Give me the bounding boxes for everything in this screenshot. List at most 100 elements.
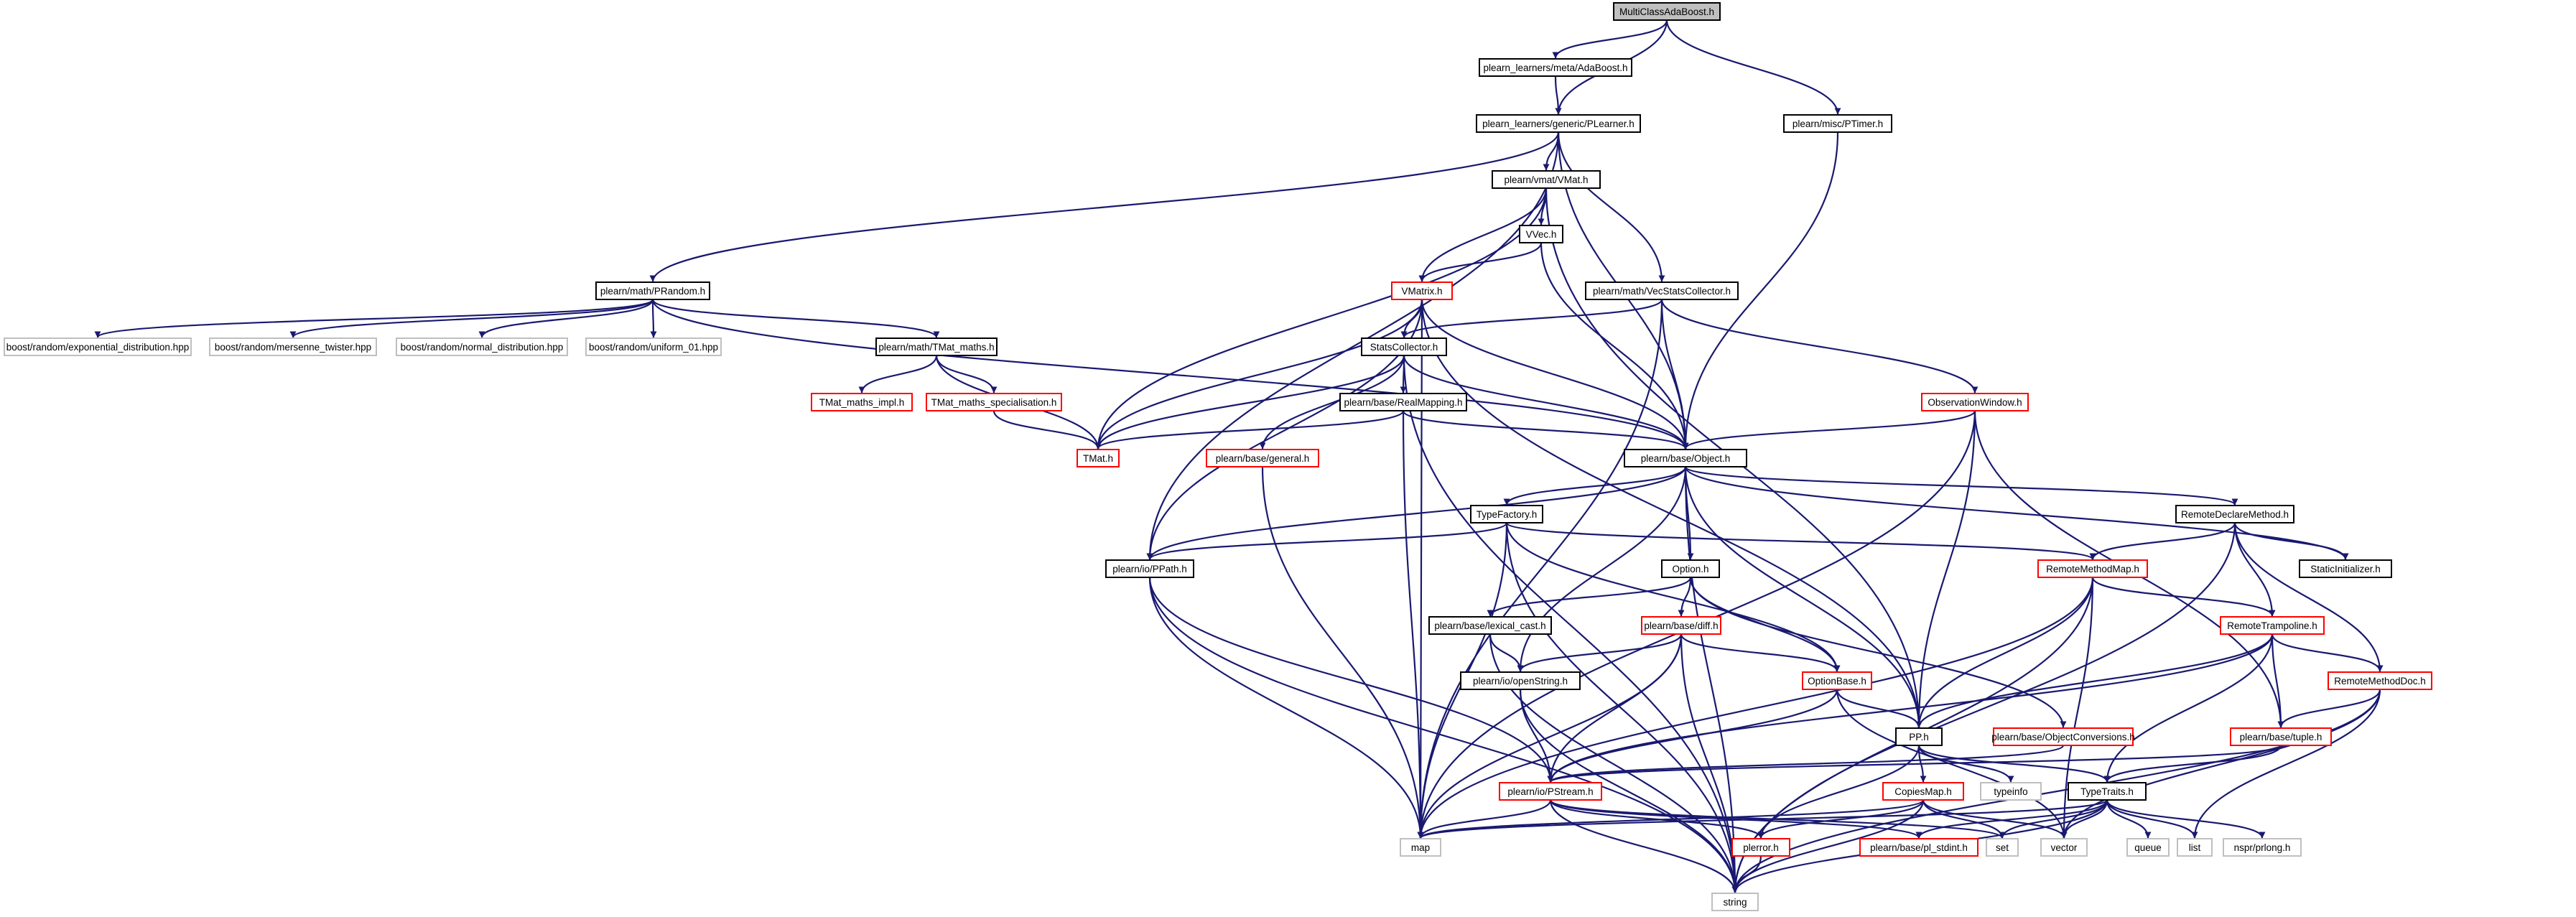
- edge-lc-to-ostr: [1489, 633, 1524, 672]
- node-vmat[interactable]: plearn/vmat/VMat.h: [1492, 170, 1601, 189]
- edge-rmap-to-tmat: [1094, 410, 1405, 450]
- node-box: [1986, 838, 2019, 857]
- node-opt[interactable]: Option.h: [1661, 559, 1720, 578]
- node-label: plearn/misc/PTimer.h: [1792, 118, 1883, 129]
- node-box: [209, 338, 377, 356]
- node-label: typeinfo: [1994, 786, 2027, 797]
- node-box: [1361, 338, 1447, 356]
- edge-pstr-to-set: [1549, 799, 2006, 839]
- node-tf[interactable]: TypeFactory.h: [1470, 505, 1543, 523]
- node-lc[interactable]: plearn/base/lexical_cast.h: [1428, 616, 1552, 635]
- edge-obj-to-rdm: [1684, 465, 2238, 506]
- node-tup[interactable]: plearn/base/tuple.h: [2230, 727, 2332, 746]
- node-bnd: boost/random/normal_distribution.hpp: [396, 338, 568, 356]
- node-label: plearn/base/tuple.h: [2240, 732, 2322, 743]
- node-box: [2037, 559, 2148, 578]
- node-rtr[interactable]: RemoteTrampoline.h: [2220, 616, 2325, 635]
- node-box: [2328, 671, 2432, 690]
- node-ppath[interactable]: plearn/io/PPath.h: [1105, 559, 1194, 578]
- edge-cmap-to-plerr: [1757, 799, 1925, 839]
- edge-ow-to-obj: [1682, 410, 1976, 450]
- node-plerr[interactable]: plerror.h: [1731, 838, 1790, 857]
- node-tmi[interactable]: TMat_maths_impl.h: [811, 393, 913, 411]
- node-cmap[interactable]: CopiesMap.h: [1882, 782, 1964, 801]
- node-box: [926, 393, 1062, 411]
- node-prand[interactable]: plearn/math/PRandom.h: [595, 281, 710, 300]
- node-ptm[interactable]: plearn/misc/PTimer.h: [1783, 114, 1892, 133]
- edge-rdm-to-rmd: [2233, 522, 2384, 672]
- edge-opt-to-oconv: [1689, 577, 2067, 728]
- edge-diff-to-ostr: [1517, 633, 1683, 672]
- edge-tms-to-tmat: [992, 410, 1102, 450]
- node-label: TMat.h: [1083, 453, 1113, 464]
- node-rmd[interactable]: RemoteMethodDoc.h: [2328, 671, 2432, 690]
- node-box: [2040, 838, 2088, 857]
- node-rmap[interactable]: plearn/base/RealMapping.h: [1339, 393, 1467, 411]
- node-box: [1783, 114, 1892, 133]
- node-vvec[interactable]: VVec.h: [1519, 225, 1563, 243]
- edge-ow-to-pp: [1915, 410, 1976, 728]
- node-tt[interactable]: TypeTraits.h: [2068, 782, 2147, 801]
- node-box: [2068, 782, 2147, 801]
- edge-obj-to-pp: [1684, 466, 1922, 728]
- edge-root-to-ptm: [1665, 19, 1841, 115]
- header-file-nodes: MultiClassAdaBoost.h plearn_learners/meta…: [4, 2, 2432, 911]
- node-pp[interactable]: PP.h: [1895, 727, 1943, 746]
- node-label: RemoteMethodDoc.h: [2334, 676, 2426, 686]
- node-queue: queue: [2126, 838, 2170, 857]
- edge-rmm-to-pp: [1915, 577, 2094, 728]
- node-sinit[interactable]: StaticInitializer.h: [2299, 559, 2392, 578]
- node-tms[interactable]: TMat_maths_specialisation.h: [926, 393, 1062, 411]
- node-label: VMatrix.h: [1401, 286, 1442, 297]
- node-obj[interactable]: plearn/base/Object.h: [1624, 449, 1747, 467]
- edge-optb-to-pp: [1836, 689, 1922, 728]
- node-box: [1711, 893, 1759, 911]
- node-box: [2299, 559, 2392, 578]
- edge-rtr-to-pp: [1915, 633, 2274, 728]
- node-box: [1802, 671, 1872, 690]
- node-box: [1470, 505, 1543, 523]
- node-label: OptionBase.h: [1808, 676, 1866, 686]
- node-label: plearn/base/diff.h: [1644, 620, 1718, 631]
- node-ada[interactable]: plearn_learners/meta/AdaBoost.h: [1479, 58, 1632, 77]
- node-label: plearn/base/lexical_cast.h: [1434, 620, 1545, 631]
- node-label: plearn/math/PRandom.h: [600, 286, 705, 297]
- node-diff[interactable]: plearn/base/diff.h: [1641, 616, 1721, 635]
- edge-vmtx-to-pp: [1420, 299, 1922, 728]
- node-tmm[interactable]: plearn/math/TMat_maths.h: [875, 338, 998, 356]
- node-gen[interactable]: plearn/base/general.h: [1206, 449, 1319, 467]
- node-box: [585, 338, 722, 356]
- edge-rmd-to-tup: [2277, 689, 2381, 728]
- node-std[interactable]: plearn/base/pl_stdint.h: [1859, 838, 1979, 857]
- node-label: plearn/base/ObjectConversions.h: [1991, 732, 2135, 743]
- edge-sc-to-tmat: [1094, 355, 1405, 450]
- edge-rmm-to-vector: [2060, 577, 2094, 839]
- node-vsc[interactable]: plearn/math/VecStatsCollector.h: [1585, 281, 1739, 300]
- node-label: TMat_maths_specialisation.h: [931, 397, 1057, 408]
- node-label: plearn/io/openString.h: [1473, 676, 1568, 686]
- node-vmtx[interactable]: VMatrix.h: [1391, 281, 1453, 300]
- node-plr[interactable]: plearn_learners/generic/PLearner.h: [1476, 114, 1641, 133]
- node-oconv[interactable]: plearn/base/ObjectConversions.h: [1991, 727, 2135, 746]
- edge-gen-to-map: [1261, 466, 1424, 839]
- edge-obj-to-tf: [1503, 466, 1687, 506]
- node-rdm[interactable]: RemoteDeclareMethod.h: [2175, 505, 2294, 523]
- edge-opt-to-lc: [1487, 577, 1692, 617]
- node-rmm[interactable]: RemoteMethodMap.h: [2037, 559, 2148, 578]
- node-pstr[interactable]: plearn/io/PStream.h: [1499, 782, 1602, 801]
- node-root: MultiClassAdaBoost.h: [1613, 2, 1721, 21]
- edge-oconv-to-pstr: [1547, 744, 2065, 783]
- node-optb[interactable]: OptionBase.h: [1802, 671, 1872, 690]
- node-tmat[interactable]: TMat.h: [1077, 449, 1120, 467]
- edge-plr-to-ppath: [1146, 131, 1560, 560]
- edge-vvec-to-obj: [1540, 242, 1689, 450]
- node-ow[interactable]: ObservationWindow.h: [1921, 393, 2029, 411]
- edge-rmm-to-map: [1417, 577, 2094, 839]
- edge-pp-to-tt: [1917, 745, 2111, 783]
- node-sc[interactable]: StatsCollector.h: [1361, 338, 1447, 356]
- edge-tt-to-std: [1915, 799, 2108, 839]
- edge-vmtx-to-map: [1417, 299, 1424, 839]
- node-label: plearn/math/TMat_maths.h: [878, 342, 994, 353]
- node-ostr[interactable]: plearn/io/openString.h: [1460, 671, 1581, 690]
- node-box: [1661, 559, 1720, 578]
